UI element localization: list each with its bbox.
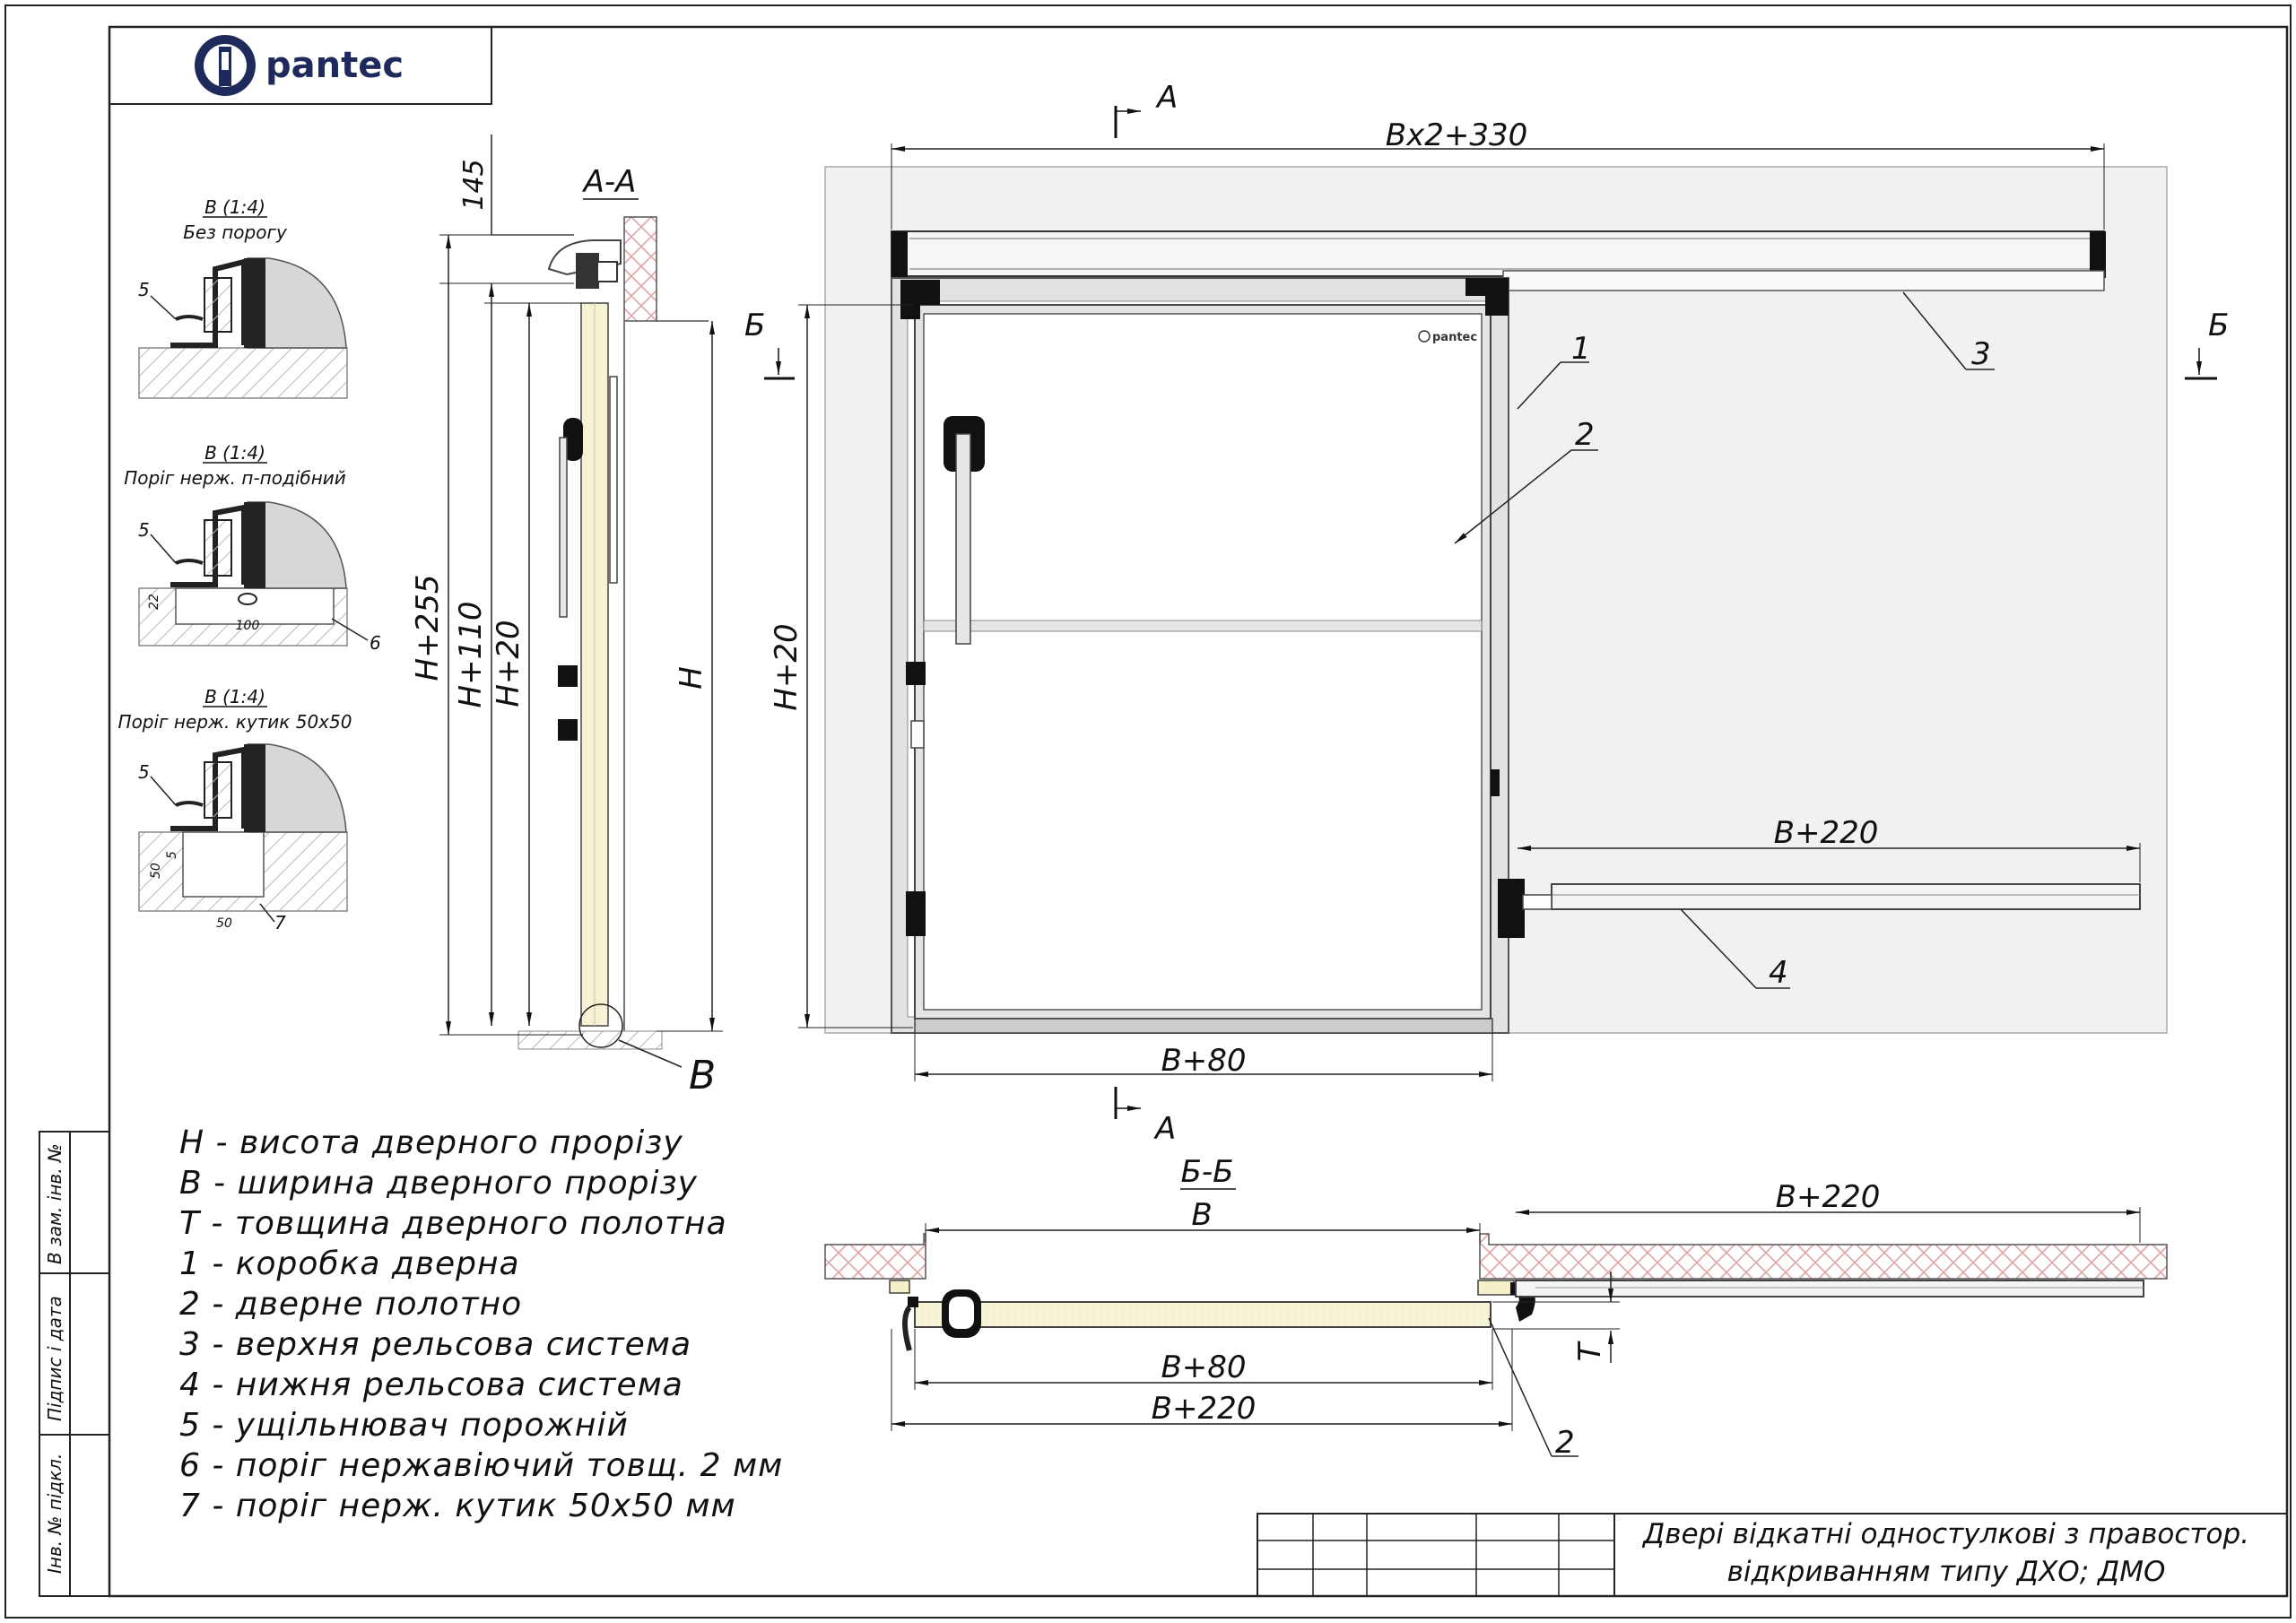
legend-item: 3 - верхня рельсова система <box>179 1326 692 1363</box>
section-aa-callout-b: В <box>689 1053 716 1098</box>
dim-bb-b220-top: В+220 <box>1776 1179 1881 1215</box>
detail-angle-threshold: В (1:4) Поріг нерж. кутик 50х50 5 50 5 5… <box>118 686 352 933</box>
legend-item: 4 - нижня рельсова система <box>179 1367 683 1403</box>
detail-3-label-50-v: 50 <box>149 863 163 879</box>
side-stamp: Інв. № підкл. Підпис і дата В зам. інв. … <box>39 1131 110 1597</box>
stamp-inv-label: Інв. № підкл. <box>44 1454 65 1574</box>
dim-bb-b220: В+220 <box>1152 1391 1257 1427</box>
detail-3-subtitle: Поріг нерж. кутик 50х50 <box>118 711 352 733</box>
detail-3-title: В (1:4) <box>204 686 265 707</box>
logo-text: pantec <box>265 45 404 86</box>
dim-front-h-20: Н+20 <box>769 623 804 710</box>
legend-item: 2 - дверне полотно <box>179 1286 523 1323</box>
outer-frame <box>4 4 2292 1619</box>
detail-no-threshold: В (1:4) Без порогу 5 <box>138 196 348 399</box>
legend-item: 5 - ущільнювач порожній <box>179 1407 629 1444</box>
door-handle <box>955 433 971 645</box>
dim-h: Н <box>674 666 709 690</box>
detail-u-threshold: В (1:4) Поріг нерж. п-подібний 5 22 100 … <box>124 442 381 654</box>
detail-2-label-6: 6 <box>370 632 381 654</box>
callout-3: 3 <box>1971 336 1991 372</box>
inner-frame <box>108 25 2289 1598</box>
callout-2: 2 <box>1575 417 1595 453</box>
logo-block: pantec <box>109 26 492 105</box>
dim-bx2-330: Вх2+330 <box>1386 117 1527 153</box>
door-badge-text: pantec <box>1432 331 1477 344</box>
section-bb-door-leaf <box>914 1301 1492 1328</box>
legend-item: Т - товщина дверного полотна <box>179 1205 727 1242</box>
dim-bb-b80: В+80 <box>1161 1350 1246 1385</box>
detail-3-label-50-h: 50 <box>216 916 232 931</box>
dim-front-b220: В+220 <box>1774 815 1879 851</box>
section-mark-a-bottom: А <box>1153 1111 1176 1147</box>
dim-h-20: Н+20 <box>491 620 526 707</box>
stamp-replace-label: В зам. інв. № <box>44 1143 65 1264</box>
legend-item: 7 - поріг нерж. кутик 50х50 мм <box>179 1488 736 1524</box>
title-block-table <box>1257 1513 2288 1597</box>
section-mark-b-right: Б <box>2208 308 2229 343</box>
dim-h-110: Н+110 <box>453 602 489 708</box>
detail-1-label-5: 5 <box>138 279 150 300</box>
detail-1-subtitle: Без порогу <box>183 221 288 243</box>
section-mark-a-top: А <box>1155 80 1178 116</box>
callout-bb-2: 2 <box>1555 1425 1575 1461</box>
legend-item: 6 - поріг нержавіючий товщ. 2 мм <box>179 1447 784 1484</box>
section-mark-b-left: Б <box>744 308 765 343</box>
legend: Н - висота дверного прорізу В - ширина д… <box>179 1123 783 1526</box>
stamp-signature-label: Підпис і дата <box>44 1296 65 1421</box>
detail-2-subtitle: Поріг нерж. п-подібний <box>124 467 346 489</box>
dim-h-255: Н+255 <box>410 575 446 681</box>
legend-item: В - ширина дверного прорізу <box>179 1165 698 1202</box>
legend-item: Н - висота дверного прорізу <box>179 1124 683 1161</box>
detail-3-label-5: 5 <box>138 761 150 783</box>
callout-1: 1 <box>1571 331 1591 367</box>
section-aa: А-А В 145 Н+2 <box>410 135 723 1098</box>
door-badge-logo-icon: pantec <box>1418 330 1477 344</box>
legend-item: 1 - коробка дверна <box>179 1245 520 1282</box>
front-view: pantec Вх2+330 Н+20 В+80 В+220 <box>744 80 2229 1147</box>
drawing-title-line-1: Двері відкатні одностулкові з правостор. <box>1643 1518 2249 1550</box>
detail-3-label-7: 7 <box>274 912 286 933</box>
detail-3-label-5-v: 5 <box>165 851 179 859</box>
dim-145: 145 <box>458 159 490 210</box>
dim-bb-b: В <box>1191 1197 1212 1233</box>
section-bb: Б-Б В В+220 В+80 В+220 <box>824 1154 2168 1461</box>
detail-2-title: В (1:4) <box>204 442 265 464</box>
dim-bb-t: Т <box>1572 1341 1608 1361</box>
drawing-title-line-2: відкриванням типу ДХО; ДМО <box>1726 1556 2166 1588</box>
bottom-rail <box>1551 883 2141 910</box>
dim-front-b80: В+80 <box>1161 1043 1246 1079</box>
detail-2-label-5: 5 <box>138 519 150 541</box>
drawing-title: Двері відкатні одностулкові з правостор.… <box>1614 1515 2278 1591</box>
pantec-logo-icon <box>195 35 256 96</box>
detail-1-title: В (1:4) <box>204 196 265 218</box>
section-aa-title: А-А <box>582 164 637 200</box>
section-bb-title: Б-Б <box>1181 1154 1234 1190</box>
detail-2-label-100: 100 <box>236 619 260 633</box>
detail-2-label-22: 22 <box>147 594 161 610</box>
callout-4: 4 <box>1769 955 1788 991</box>
